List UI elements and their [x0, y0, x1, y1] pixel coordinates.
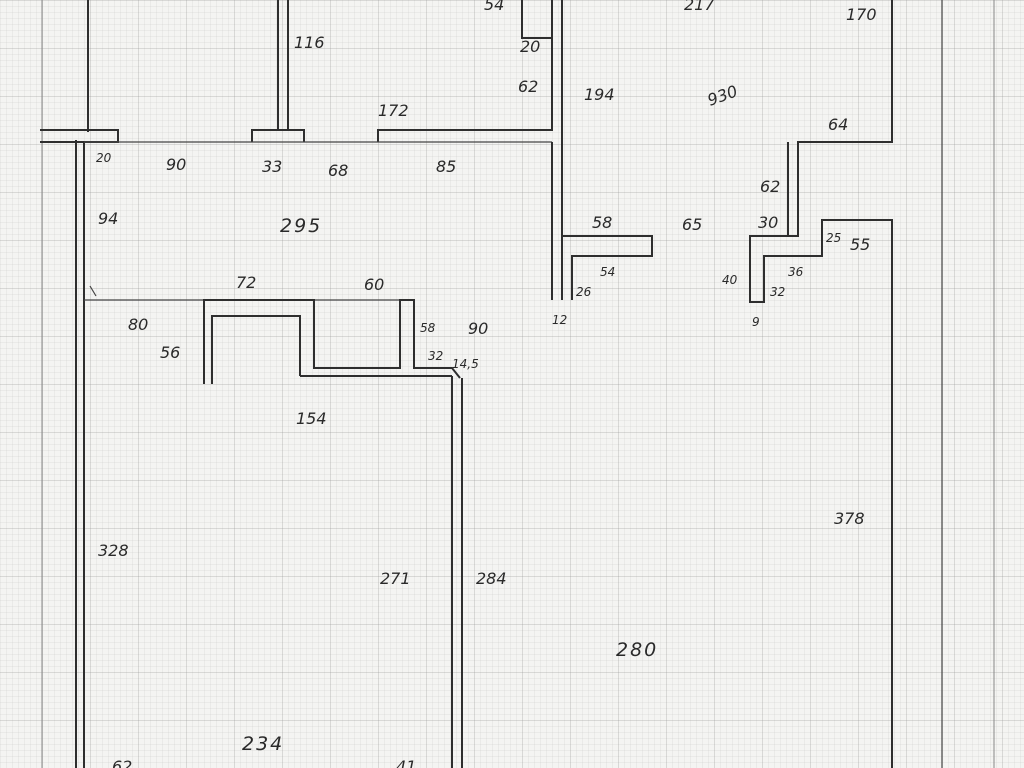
dim-60: 60	[364, 275, 384, 294]
dim-54-mid: 54	[600, 265, 615, 279]
wall-54-notch	[521, 0, 552, 39]
dim-25: 25	[826, 231, 841, 245]
dim-62-bottom: 62	[112, 757, 132, 768]
dim-9: 9	[752, 315, 760, 329]
dim-68: 68	[328, 161, 348, 180]
wall-top-left-stub	[40, 129, 119, 143]
dim-32-a: 32	[770, 285, 785, 299]
dim-65: 65	[682, 215, 702, 234]
dim-378: 378	[834, 509, 865, 528]
dim-295: 295	[280, 215, 322, 237]
dim-94: 94	[98, 209, 118, 228]
dim-36: 36	[788, 265, 804, 279]
wall-172	[377, 0, 553, 142]
dim-56: 56	[160, 343, 180, 362]
dim-234: 234	[242, 733, 284, 755]
dim-284: 284	[476, 569, 507, 588]
wall-niche-inner	[211, 315, 301, 384]
dim-328: 328	[98, 541, 129, 560]
dim-90-a: 90	[166, 155, 186, 174]
dim-64: 64	[828, 115, 848, 134]
dim-41-bottom: 41	[396, 757, 416, 768]
dim-62-a: 62	[518, 77, 538, 96]
dim-80: 80	[128, 315, 148, 334]
dim-40: 40	[722, 273, 738, 287]
dim-30: 30	[758, 213, 778, 232]
dim-20-b: 20	[96, 151, 112, 165]
dim-58-b: 58	[420, 321, 436, 335]
dim-33: 33	[262, 157, 282, 176]
dim-271: 271	[380, 569, 411, 588]
dim-54-top: 54	[484, 0, 504, 14]
dim-72: 72	[236, 273, 256, 292]
dim-116: 116	[294, 33, 325, 52]
dim-62-b: 62	[760, 177, 780, 196]
dim-14-5: 14,5	[452, 357, 479, 371]
dim-85: 85	[436, 157, 456, 176]
corridor-small-mark	[89, 285, 97, 297]
wall-stub-33	[251, 129, 305, 142]
dim-58-a: 58	[592, 213, 612, 232]
dim-32-b: 32	[428, 349, 443, 363]
dim-90-b: 90	[468, 319, 488, 338]
dim-26: 26	[576, 285, 592, 299]
dim-930: 930	[705, 81, 740, 109]
dim-55: 55	[850, 235, 870, 254]
dim-280: 280	[616, 639, 658, 661]
dim-154: 154	[296, 409, 327, 428]
wall-right-steps	[749, 0, 893, 768]
dim-194: 194	[584, 85, 615, 104]
dim-217: 217	[684, 0, 715, 14]
dim-170: 170	[846, 5, 877, 24]
dim-20-a: 20	[520, 37, 540, 56]
dim-172: 172	[378, 101, 409, 120]
dim-12: 12	[552, 313, 567, 327]
wall-58-ledge	[562, 235, 653, 300]
wall-niche-outer	[203, 299, 461, 384]
